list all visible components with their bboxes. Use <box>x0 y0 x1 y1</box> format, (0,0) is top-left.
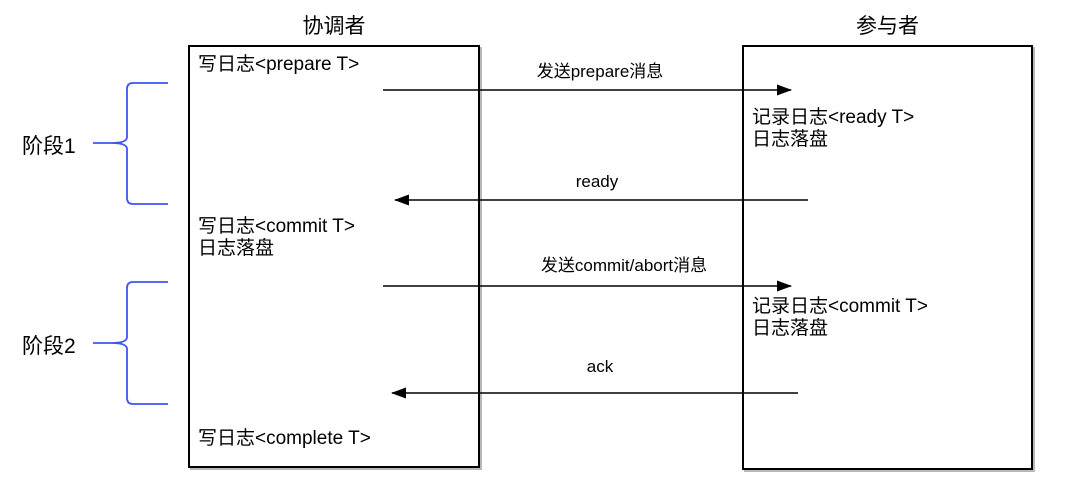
phase-2-label: 阶段2 <box>22 335 76 358</box>
message-label-ack: ack <box>586 357 614 376</box>
coordinator-log-commit-line1: 写日志<commit T> <box>198 216 355 237</box>
participant-log-ready-line2: 日志落盘 <box>752 129 829 150</box>
coordinator-box <box>188 45 480 468</box>
participant-title: 参与者 <box>856 15 919 38</box>
participant-box <box>742 45 1033 470</box>
coordinator-log-commit-line2: 日志落盘 <box>198 238 275 259</box>
phase-1-brace <box>111 82 168 205</box>
participant-log-ready-line1: 记录日志<ready T> <box>752 107 915 128</box>
message-label-commit-abort: 发送commit/abort消息 <box>540 256 708 275</box>
participant-log-ready: 记录日志<ready T> 日志落盘 <box>752 107 914 151</box>
phase-1-label: 阶段1 <box>22 135 76 158</box>
phase-2-brace <box>111 281 168 405</box>
message-label-prepare: 发送prepare消息 <box>536 62 664 81</box>
participant-log-commit: 记录日志<commit T> 日志落盘 <box>752 296 928 340</box>
participant-log-commit-line2: 日志落盘 <box>752 318 829 339</box>
coordinator-log-prepare: 写日志<prepare T> <box>198 54 360 75</box>
coordinator-log-commit: 写日志<commit T> 日志落盘 <box>198 216 355 260</box>
coordinator-title: 协调者 <box>302 15 366 38</box>
coordinator-log-complete: 写日志<complete T> <box>198 428 371 449</box>
message-label-ready: ready <box>575 172 619 191</box>
participant-log-commit-line1: 记录日志<commit T> <box>752 296 928 317</box>
